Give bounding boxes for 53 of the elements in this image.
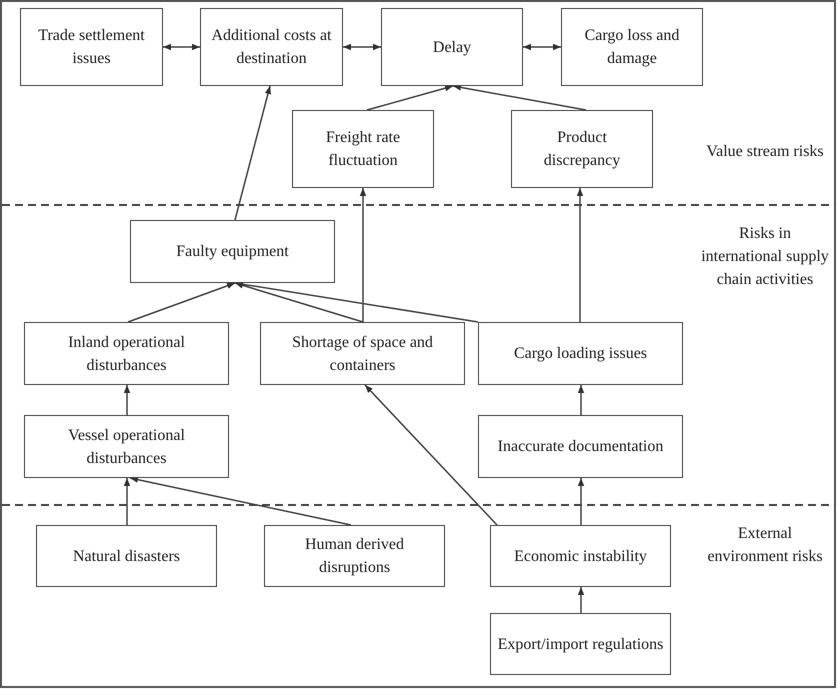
box-text: Export/import regulations xyxy=(498,634,664,654)
arrow xyxy=(124,385,130,415)
arrow xyxy=(364,384,498,526)
arrow xyxy=(578,385,584,415)
arrow xyxy=(578,587,584,613)
arrow xyxy=(578,478,584,525)
arrow xyxy=(163,44,200,50)
layer-label: Risks in international supply chain activities xyxy=(700,224,830,290)
risk-box xyxy=(381,8,523,86)
box-text: Cargo loading issues xyxy=(514,344,648,364)
box-text: Cargo loss and damage xyxy=(584,26,680,69)
risk-box xyxy=(478,322,683,385)
risk-box xyxy=(490,613,671,675)
box-text: Shortage of space and containers xyxy=(291,332,434,376)
risk-box xyxy=(511,110,653,188)
arrow xyxy=(130,476,352,526)
arrow xyxy=(360,188,366,322)
arrow xyxy=(576,188,584,322)
arrow xyxy=(234,282,364,323)
risk-box xyxy=(130,220,335,283)
box-text: Vessel operational disturbances xyxy=(67,426,186,468)
box-text: Inaccurate documentation xyxy=(498,437,664,457)
box-text: Additional costs at destination xyxy=(210,26,332,69)
box-text: Freight rate fluctuation xyxy=(324,128,402,171)
layer-label: External environment risks xyxy=(706,524,824,567)
risk-box xyxy=(490,525,671,587)
risk-box xyxy=(561,8,703,86)
risk-box xyxy=(24,415,229,478)
box-text: Economic instability xyxy=(514,546,647,566)
arrow xyxy=(234,281,478,323)
risk-box xyxy=(264,525,445,587)
risk-box xyxy=(24,322,229,385)
arrow xyxy=(343,44,381,50)
box-text: Trade settlement issues xyxy=(37,26,146,69)
arrow xyxy=(366,85,454,111)
risk-box xyxy=(200,8,343,86)
box-text: Delay xyxy=(432,38,472,58)
risk-box xyxy=(260,322,465,385)
arrow xyxy=(234,86,272,220)
risk-box xyxy=(36,525,217,587)
box-text: Faulty equipment xyxy=(176,242,289,262)
arrow xyxy=(452,84,586,111)
arrow xyxy=(128,282,236,323)
risk-box xyxy=(20,8,163,86)
box-text: Product discrepancy xyxy=(542,128,622,171)
risk-box xyxy=(292,110,434,188)
arrow xyxy=(523,44,561,50)
box-text: Inland operational disturbances xyxy=(67,332,186,376)
risk-box xyxy=(478,415,683,478)
box-text: Natural disasters xyxy=(72,546,180,566)
arrow xyxy=(124,478,130,525)
box-text: Human derived disruptions xyxy=(304,535,406,578)
layer-label: Value stream risks xyxy=(705,142,825,162)
